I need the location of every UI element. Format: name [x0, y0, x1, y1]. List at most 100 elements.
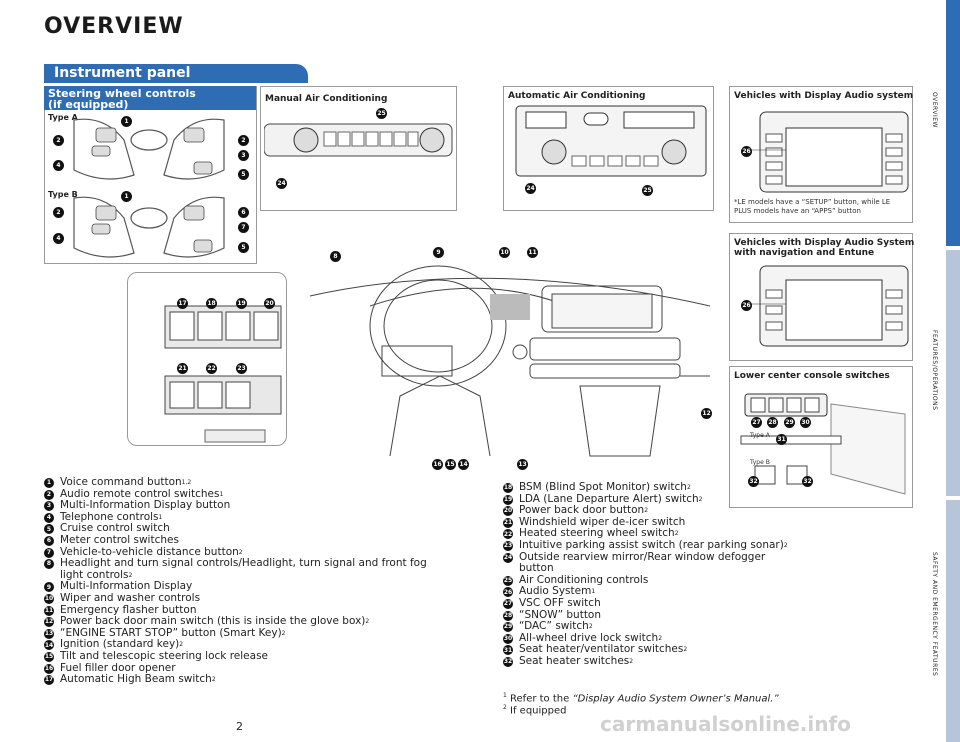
legend-text: BSM (Blind Spot Monitor) switch [519, 481, 687, 493]
legend-number: 6 [44, 535, 54, 546]
steering-controls-heading: Steering wheel controls (if equipped) [44, 86, 256, 110]
side-label-safety: SAFETY AND EMERGENCY FEATURES [931, 552, 938, 677]
legend-footnote-ref: 2 [683, 646, 688, 654]
legend-item: 28“SNOW” button [503, 609, 803, 622]
legend-item: 3 Multi-Information Display button [44, 500, 464, 512]
legend-text: Power back door button [519, 504, 645, 517]
callout-24b: 24 [525, 183, 536, 194]
display-audio-title: Vehicles with Display Audio system [734, 91, 914, 101]
legend-footnote-ref: 2 [128, 571, 133, 579]
nav-audio-unit [750, 265, 909, 347]
legend-footnote-ref: 2 [365, 618, 370, 626]
legend-text: Telephone controls [60, 510, 159, 523]
legend-number: 21 [503, 517, 513, 528]
console-title: Lower center console switches [734, 371, 890, 381]
legend-text: Tilt and telescopic steering lock releas… [60, 649, 269, 662]
callout-27: 27 [751, 417, 762, 428]
nav-audio-title-line1: Vehicles with Display Audio System [734, 238, 915, 248]
legend-number: 14 [44, 640, 54, 651]
console-illustration [740, 393, 906, 495]
callout-29: 29 [784, 417, 795, 428]
callout-26a: 26 [741, 146, 752, 157]
legend-number: 9 [44, 582, 54, 593]
legend-footnote-ref: 1 [219, 490, 224, 498]
callout-6: 6 [238, 207, 249, 218]
legend-number: 4 [44, 512, 54, 523]
legend-item: 12 Power back door main switch (this is i… [44, 616, 464, 628]
legend-number: 25 [503, 575, 513, 586]
legend-footnote-ref: 2 [238, 548, 243, 556]
callout-30: 30 [800, 417, 811, 428]
legend-text: Ignition (standard key) [60, 638, 180, 651]
steering-wheel-illustration [73, 118, 225, 258]
callout-12: 12 [701, 408, 712, 419]
callout-22: 22 [206, 363, 217, 374]
legend-number: 1 [44, 478, 54, 488]
legend-text: Multi-Information Display [60, 580, 193, 593]
tab-safety[interactable] [946, 500, 960, 742]
callout-14: 14 [458, 459, 469, 470]
legend-number: 24 [503, 552, 513, 563]
callout-17: 17 [177, 298, 188, 309]
legend-number: 30 [503, 633, 513, 644]
legend-footnote-ref: 2 [698, 495, 703, 503]
tab-overview[interactable] [946, 0, 960, 246]
legend-number: 31 [503, 645, 513, 656]
legend-text: Headlight and turn signal controls/Headl… [60, 557, 427, 570]
dashboard-illustration [309, 265, 711, 457]
side-tabs [942, 0, 960, 742]
callout-4b: 4 [53, 233, 64, 244]
legend-number: 16 [44, 663, 54, 674]
legend-number: 26 [503, 587, 513, 598]
tab-features[interactable] [946, 250, 960, 496]
nav-audio-title: Vehicles with Display Audio System with … [734, 238, 914, 258]
legend-number: 27 [503, 598, 513, 609]
callout-5b: 5 [238, 242, 249, 253]
legend-text: All-wheel drive lock switch [519, 631, 659, 644]
display-audio-note: *LE models have a “SETUP” button, while … [734, 198, 890, 216]
legend-text: Air Conditioning controls [519, 573, 649, 586]
legend-item: 9 Multi-Information Display [44, 581, 464, 593]
legend-text: Multi-Information Display button [60, 499, 231, 512]
legend-text: Audio remote control switches [60, 487, 220, 500]
auto-ac-title: Automatic Air Conditioning [508, 91, 646, 101]
callout-13: 13 [517, 459, 528, 470]
legend-text: Seat heater/ventilator switches [519, 643, 684, 656]
legend-text: “ENGINE START STOP” button (Smart Key) [60, 626, 282, 639]
callout-28: 28 [767, 417, 778, 428]
steering-controls-box [44, 86, 257, 264]
console-type-a-label: Type A [750, 432, 770, 439]
footnote-2-text: If equipped [510, 705, 567, 717]
callout-2c: 2 [53, 207, 64, 218]
legend-number: 3 [44, 501, 54, 512]
legend-number: 18 [503, 483, 513, 493]
legend-number: 12 [44, 617, 54, 628]
callout-19: 19 [236, 298, 247, 309]
legend-text: Intuitive parking assist switch (rear pa… [519, 538, 784, 551]
display-audio-unit [750, 111, 909, 193]
legend-text: Power back door main switch (this is ins… [60, 615, 366, 628]
legend-footnote-ref: 2 [588, 623, 593, 631]
legend-footnote-ref: 2 [674, 530, 679, 538]
legend-footnote-ref: 2 [644, 507, 649, 515]
callout-25a: 25 [376, 108, 387, 119]
